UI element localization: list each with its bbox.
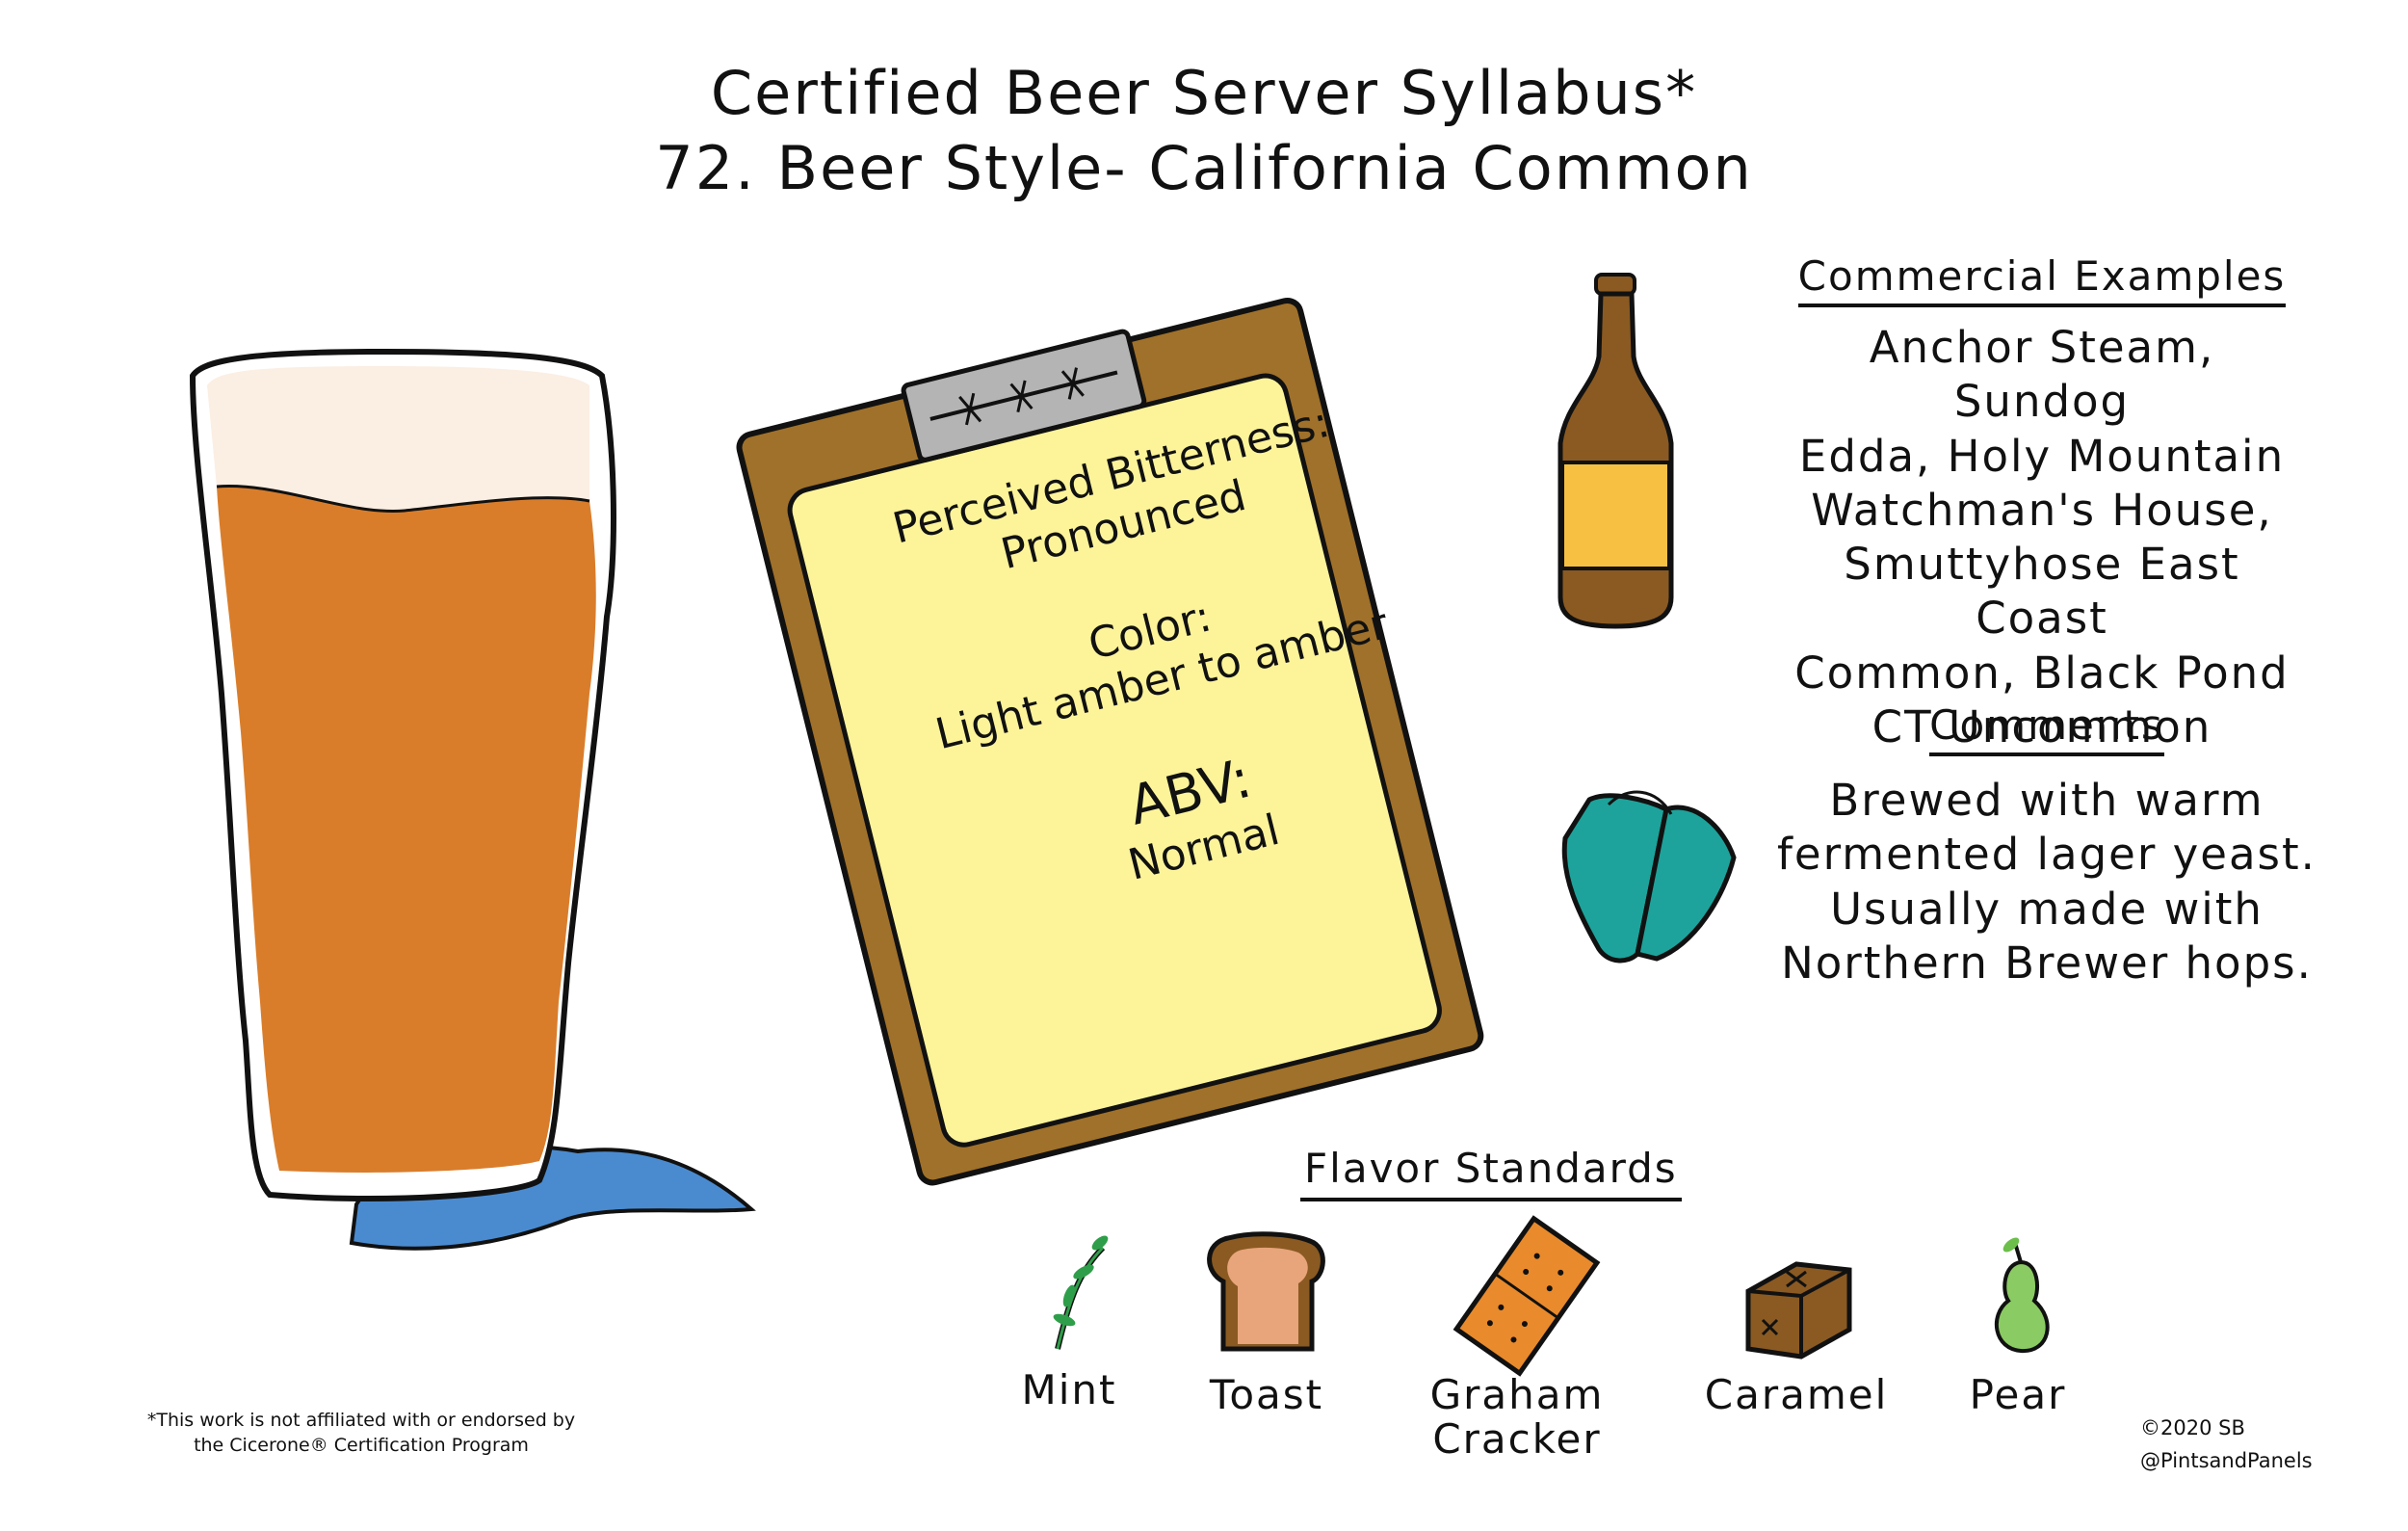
commercial-examples-body: Anchor Steam, Sundog Edda, Holy Mountain… bbox=[1777, 321, 2307, 754]
mint-sprig-icon bbox=[1053, 1235, 1109, 1350]
flavor-label-graham-cracker: Graham Cracker bbox=[1429, 1371, 1605, 1464]
example-line: Smuttyhose East Coast bbox=[1844, 539, 2240, 645]
clipboard-icon bbox=[736, 297, 1484, 1186]
book-icon bbox=[1561, 790, 1737, 963]
comments-section: Comments Brewed with warm fermented lage… bbox=[1777, 701, 2316, 990]
toast-icon bbox=[1207, 1231, 1325, 1352]
flavor-label-toast: Toast bbox=[1209, 1371, 1324, 1418]
footnote-line: the Cicerone® Certification Program bbox=[194, 1434, 529, 1456]
flavor-standards-heading-wrap: Flavor Standards bbox=[1300, 1145, 1682, 1201]
footnote: *This work is not affiliated with or end… bbox=[92, 1409, 631, 1458]
footnote-line: *This work is not affiliated with or end… bbox=[146, 1410, 576, 1431]
author-handle: @PintsandPanels bbox=[2140, 1448, 2313, 1472]
credit: ©2020 SB @PintsandPanels bbox=[2140, 1412, 2313, 1477]
caramel-icon bbox=[1745, 1261, 1852, 1359]
example-line: Common, Black Pond bbox=[1794, 647, 2290, 699]
comment-line: Brewed with warm bbox=[1829, 775, 2264, 826]
page-title: Certified Beer Server Syllabus* bbox=[710, 58, 1698, 128]
flavor-label-caramel: Caramel bbox=[1704, 1371, 1889, 1418]
comments-body: Brewed with warm fermented lager yeast. … bbox=[1777, 774, 2316, 990]
commercial-examples-heading: Commercial Examples bbox=[1797, 252, 2287, 307]
example-line: Watchman's House, bbox=[1811, 484, 2273, 536]
comment-line: fermented lager yeast. bbox=[1777, 829, 2316, 881]
comment-line: Northern Brewer hops. bbox=[1781, 937, 2313, 989]
graham-cracker-icon bbox=[1453, 1215, 1601, 1377]
bottle-icon bbox=[1557, 273, 1674, 629]
example-line: CT Uncommon bbox=[1871, 700, 2212, 752]
flavor-standards-heading: Flavor Standards bbox=[1300, 1145, 1682, 1201]
copyright-text: ©2020 SB bbox=[2140, 1416, 2245, 1439]
comments-heading: Comments bbox=[1929, 701, 2164, 756]
example-line: Anchor Steam, Sundog bbox=[1869, 322, 2215, 428]
comment-line: Usually made with bbox=[1830, 883, 2264, 935]
pint-glass-icon bbox=[189, 348, 616, 1202]
page-subtitle: 72. Beer Style- California Common bbox=[655, 133, 1753, 203]
pear-icon bbox=[1994, 1237, 2050, 1354]
example-line: Edda, Holy Mountain bbox=[1798, 430, 2286, 482]
commercial-examples-section: Commercial Examples Anchor Steam, Sundog… bbox=[1777, 252, 2307, 754]
flavor-label-mint: Mint bbox=[1021, 1366, 1117, 1413]
flavor-label-pear: Pear bbox=[1969, 1371, 2067, 1418]
